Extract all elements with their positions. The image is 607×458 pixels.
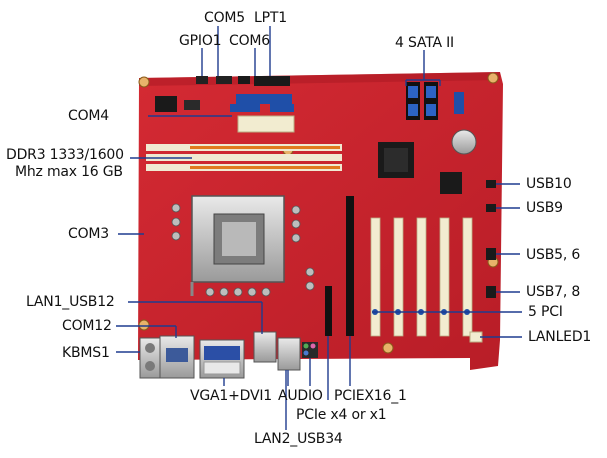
label-lanled1: LANLED1 (528, 329, 592, 345)
label-vga-dvi: VGA1+DVI1 (190, 388, 272, 404)
label-ddr3-line1: DDR3 1333/1600 (6, 147, 124, 163)
label-usb56: USB5, 6 (526, 247, 581, 263)
pcie-x4-slot (325, 286, 332, 336)
label-kbms1: KBMS1 (62, 345, 110, 361)
capacitors (171, 203, 315, 297)
label-com4: COM4 (68, 108, 109, 124)
pcie-x16-slot (346, 196, 354, 336)
label-usb9: USB9 (526, 200, 563, 216)
pci-slots (370, 217, 473, 337)
label-com3: COM3 (68, 226, 109, 242)
usb-headers (486, 180, 496, 298)
leader-lines (116, 26, 522, 430)
chipset (378, 142, 462, 194)
rear-io (139, 331, 318, 379)
dimm-slots (146, 144, 342, 171)
label-com12: COM12 (62, 318, 112, 334)
label-audio: AUDIO (278, 388, 323, 404)
label-pcie-x4: PCIe x4 or x1 (296, 407, 387, 423)
label-com6: COM6 (229, 33, 270, 49)
label-usb10: USB10 (526, 176, 572, 192)
label-com5: COM5 (204, 10, 245, 26)
label-pciex16: PCIEX16_1 (334, 388, 407, 404)
label-lpt1: LPT1 (254, 10, 287, 26)
atx-power-connector (237, 115, 295, 133)
label-lan2-usb34: LAN2_USB34 (254, 431, 343, 447)
top-headers (196, 76, 294, 112)
bios-chip (155, 96, 200, 112)
cpu-socket (190, 195, 285, 296)
cmos-battery (451, 129, 477, 155)
label-gpio1: GPIO1 (179, 33, 222, 49)
label-sata: 4 SATA II (395, 35, 454, 51)
label-usb78: USB7, 8 (526, 284, 581, 300)
label-ddr3-line2: Mhz max 16 GB (15, 164, 123, 180)
label-pci: 5 PCI (528, 304, 563, 320)
label-lan1-usb12: LAN1_USB12 (26, 294, 115, 310)
sata-ports (406, 82, 464, 120)
